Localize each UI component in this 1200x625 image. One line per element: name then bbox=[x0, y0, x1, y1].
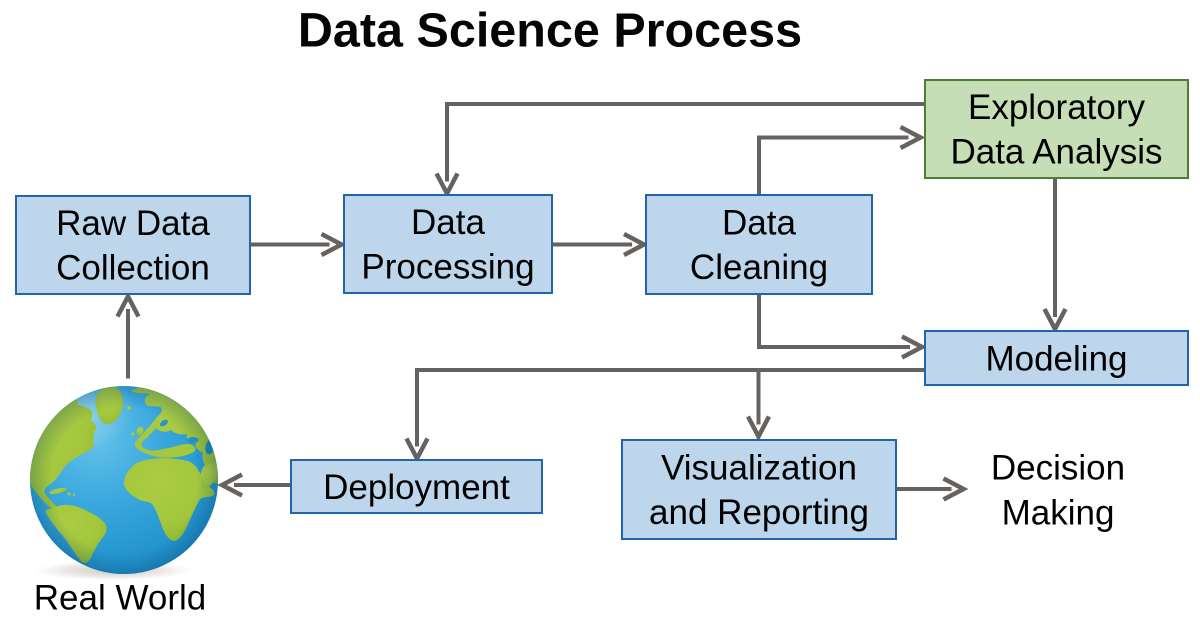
svg-text:Raw Data: Raw Data bbox=[56, 204, 210, 243]
svg-text:Data Science Process: Data Science Process bbox=[298, 4, 802, 58]
svg-text:Cleaning: Cleaning bbox=[690, 248, 828, 287]
svg-text:Data: Data bbox=[722, 204, 796, 243]
svg-text:Modeling: Modeling bbox=[985, 340, 1127, 379]
svg-text:and Reporting: and Reporting bbox=[649, 493, 869, 532]
svg-text:Data: Data bbox=[411, 203, 485, 242]
svg-text:Data Analysis: Data Analysis bbox=[950, 133, 1162, 172]
svg-text:Deployment: Deployment bbox=[323, 468, 510, 507]
svg-text:Processing: Processing bbox=[361, 248, 534, 287]
svg-text:Collection: Collection bbox=[56, 249, 210, 288]
svg-text:Making: Making bbox=[1002, 494, 1115, 533]
svg-text:Decision: Decision bbox=[991, 449, 1125, 488]
svg-text:Real World: Real World bbox=[34, 579, 206, 618]
svg-text:Exploratory: Exploratory bbox=[968, 88, 1146, 127]
svg-text:Visualization: Visualization bbox=[661, 449, 857, 488]
